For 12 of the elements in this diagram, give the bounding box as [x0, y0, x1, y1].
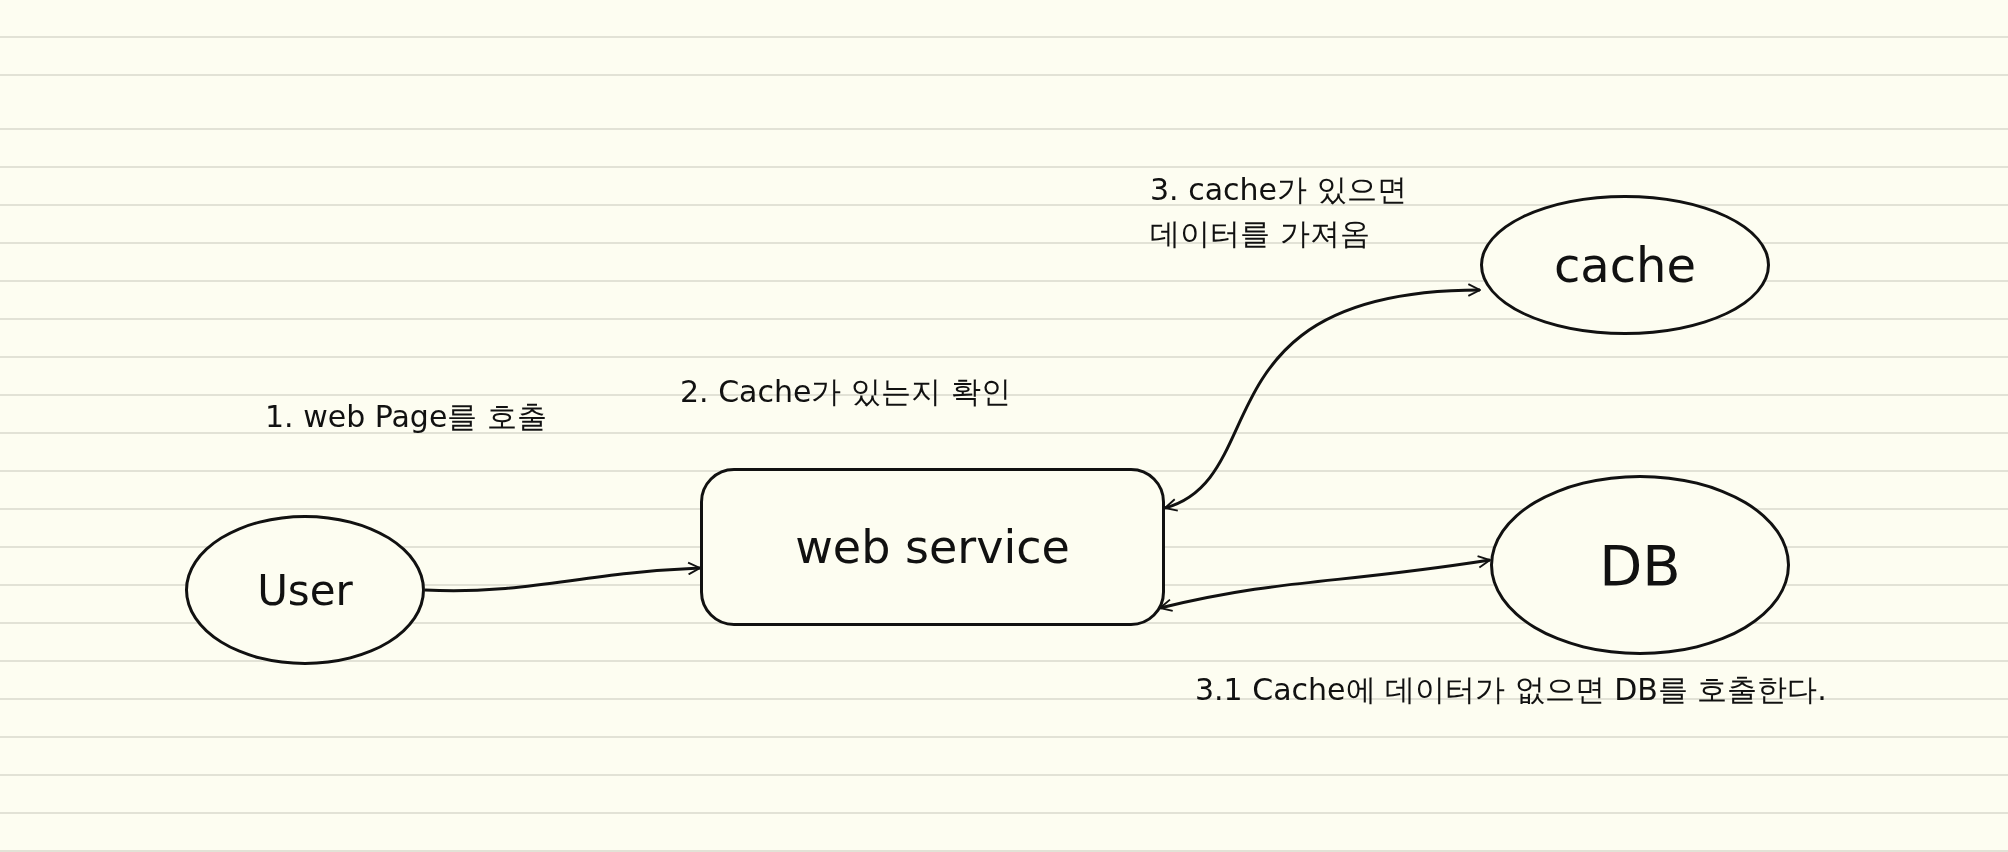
edge-label: 3.1 Cache에 데이터가 없으면 DB를 호출한다.	[1195, 671, 1828, 709]
node-label: web service	[795, 520, 1070, 574]
arrow	[1159, 555, 1491, 613]
step-note: 2. Cache가 있는지 확인	[680, 373, 1012, 411]
node-label: DB	[1599, 532, 1681, 598]
edge-label: 1. web Page를 호출	[265, 398, 548, 436]
process-box	[700, 468, 1165, 626]
node-label: cache	[1553, 237, 1697, 293]
arrow	[424, 561, 701, 593]
arrow	[1164, 283, 1481, 510]
edge-label: 3. cache가 있으면 데이터를 가져옴	[1150, 171, 1408, 253]
node-label: User	[257, 565, 353, 615]
